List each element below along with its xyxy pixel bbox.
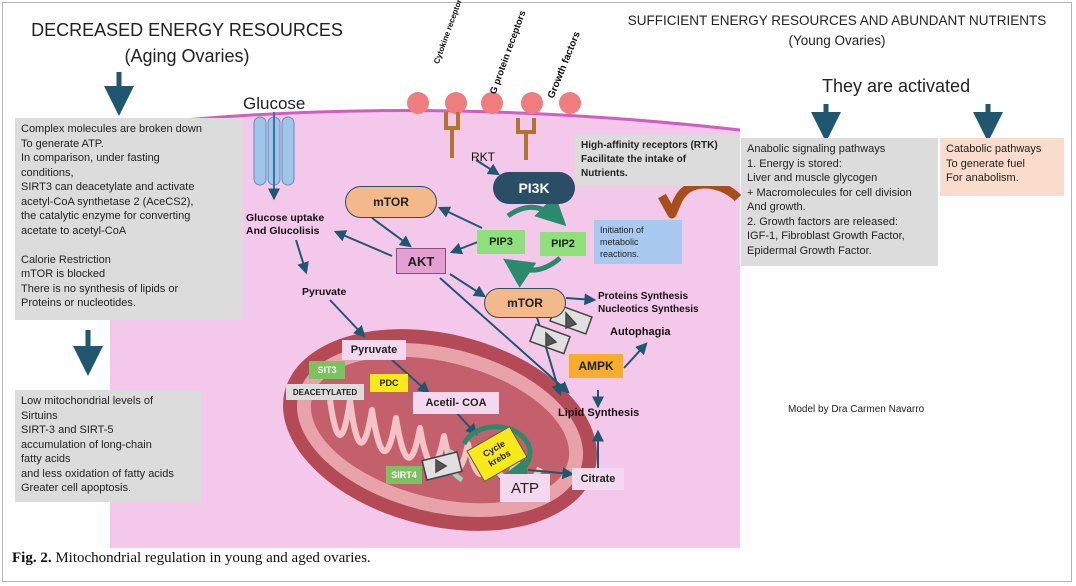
atp-node: ATP <box>500 474 550 502</box>
rtk-box: High-affinity receptors (RTK) Facilitate… <box>575 134 740 186</box>
figure-label: Fig. 2. <box>12 550 52 566</box>
pip-cycle-top <box>506 194 567 227</box>
akt-node: AKT <box>396 248 446 274</box>
figure-caption-text: Mitochondrial regulation in young and ag… <box>55 550 371 566</box>
figure-caption: Fig. 2. Mitochondrial regulation in youn… <box>12 550 371 567</box>
proteins-synthesis-label: Proteins Synthesis Nucleotics Synthesis <box>598 291 699 315</box>
pip-cycle-bottom <box>503 256 562 288</box>
aging-breakdown-box: Complex molecules are broken down To gen… <box>15 118 243 320</box>
model-credit: Model by Dra Carmen Navarro <box>788 404 925 415</box>
sit3-node: SIT3 <box>309 361 345 379</box>
right-main-title: SUFFICIENT ENERGY RESOURCES AND ABUNDANT… <box>627 13 1047 28</box>
pip2-node: PIP2 <box>540 232 586 256</box>
pi3k-node: PI3K <box>493 172 575 204</box>
mtor-top-node: mTOR <box>345 186 437 218</box>
rkt-label: RKT <box>471 150 495 164</box>
autophagia-label: Autophagia <box>610 326 671 338</box>
activated-label: They are activated <box>822 76 971 96</box>
pdc-node: PDC <box>370 374 408 392</box>
pyruvate-outer-label: Pyruvate <box>302 286 347 298</box>
pip3-node: PIP3 <box>477 230 525 254</box>
glucose-uptake-label: Glucose uptake And Glucolisis <box>246 212 325 237</box>
mtor-mid-node: mTOR <box>484 288 566 318</box>
ligand-3 <box>481 92 503 114</box>
ligand-4 <box>521 92 543 114</box>
sirt4-node: SIRT4 <box>386 466 422 484</box>
receptor-1 <box>444 112 460 158</box>
pyruvate-inner-node: Pyruvate <box>342 340 406 360</box>
ligand-2 <box>445 92 467 114</box>
initiation-box: Initiation of metabolic reactions. <box>594 220 682 264</box>
inhibitor-ampk <box>529 323 571 355</box>
citrate-node: Citrate <box>572 468 624 490</box>
deacetylated-node: DEACETYLATED <box>286 384 364 400</box>
aging-sirtuins-box: Low mitochondrial levels of Sirtuins SIR… <box>15 390 201 502</box>
acetil-coa-node: Acetil- COA <box>413 392 499 414</box>
anabolic-box: Anabolic signaling pathways 1. Energy is… <box>741 138 938 266</box>
left-main-title: DECREASED ENERGY RESOURCES <box>31 20 343 40</box>
right-sub-title: (Young Ovaries) <box>788 33 886 48</box>
inhibitor-sirt4 <box>421 451 463 481</box>
ligand-5 <box>559 92 581 114</box>
left-sub-title: (Aging Ovaries) <box>124 46 250 66</box>
lipid-synthesis-label: Lipid Synthesis <box>558 407 640 419</box>
ampk-node: AMPK <box>569 354 623 378</box>
catabolic-box: Catabolic pathways To generate fuel For … <box>940 138 1064 196</box>
glucose-label: Glucose <box>243 94 306 113</box>
glucose-transporter <box>253 112 295 201</box>
receptor-2 <box>516 118 536 160</box>
ligand-1 <box>407 92 429 114</box>
krebs-ring <box>461 424 533 489</box>
